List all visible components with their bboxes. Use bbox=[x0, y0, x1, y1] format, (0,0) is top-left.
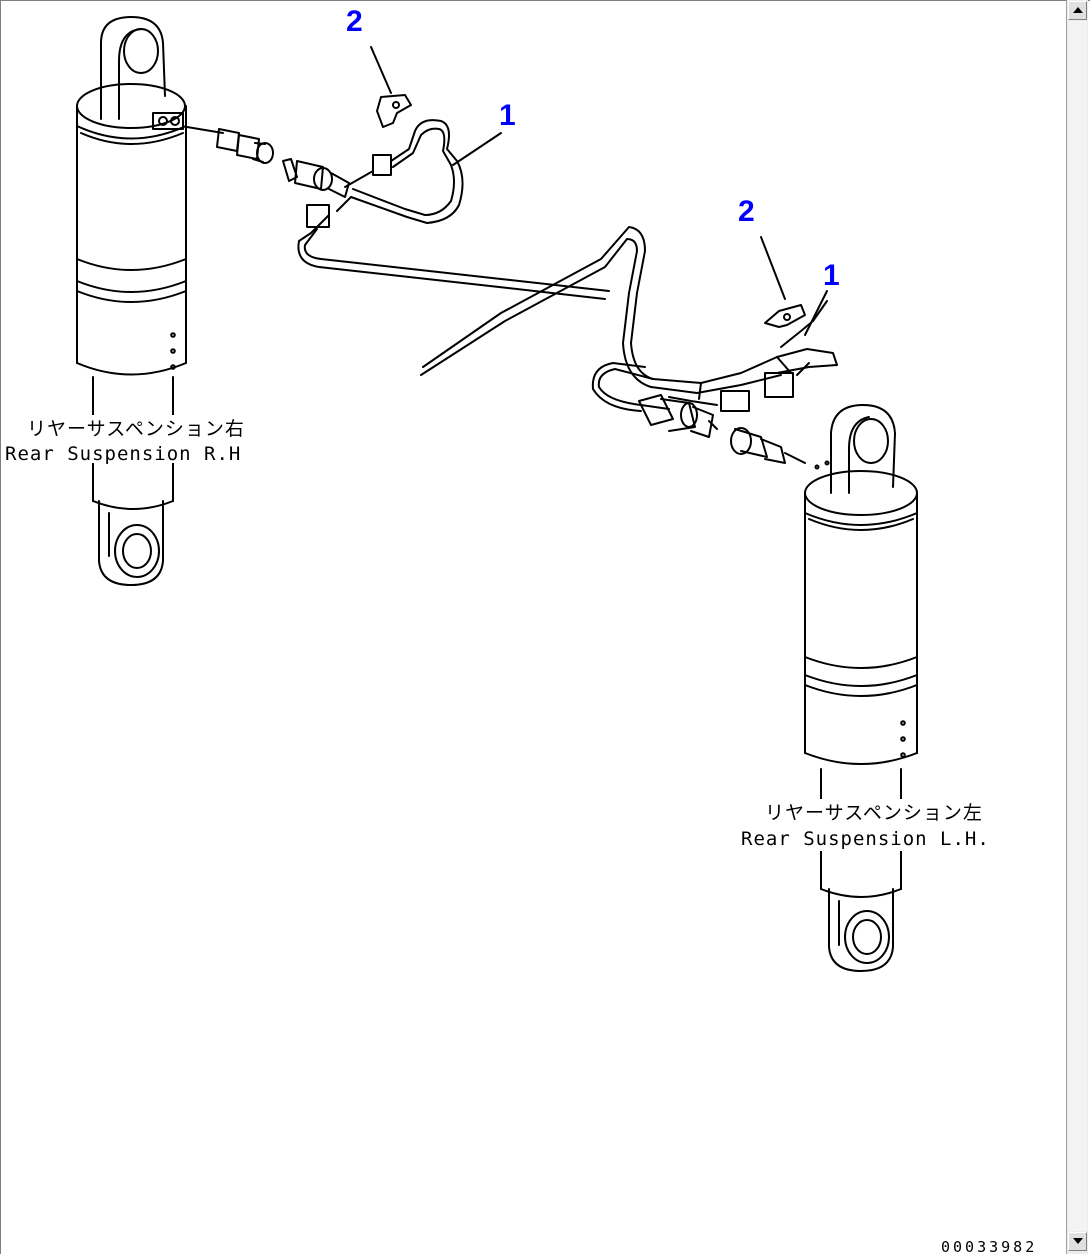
callout-part-1-right: 1 bbox=[823, 259, 840, 292]
caption-lh-english: Rear Suspension L.H. bbox=[741, 828, 990, 850]
vertical-scrollbar[interactable] bbox=[1066, 0, 1088, 1254]
scrollbar-track[interactable] bbox=[1068, 21, 1087, 1231]
rh-sensor-fitting bbox=[186, 126, 274, 164]
callout-part-1-top: 1 bbox=[499, 99, 516, 132]
rear-suspension-rh-cylinder bbox=[76, 16, 187, 586]
caption-rh-japanese: リヤーサスペンション右 bbox=[27, 418, 245, 440]
wiring-harness-part-1 bbox=[297, 119, 838, 412]
leader-part-1-right bbox=[804, 290, 828, 336]
caption-lh-japanese: リヤーサスペンション左 bbox=[765, 802, 983, 824]
callout-part-2-top: 2 bbox=[346, 5, 363, 38]
scroll-up-button[interactable] bbox=[1068, 1, 1087, 20]
triangle-down-icon bbox=[1073, 1238, 1083, 1244]
lh-pressure-sensor bbox=[638, 394, 718, 438]
parts-diagram: 2 1 2 1 リヤーサスペンション右 Rear Suspension R.H … bbox=[5, 5, 1037, 1255]
scroll-down-button[interactable] bbox=[1068, 1232, 1087, 1251]
lh-sensor-fitting bbox=[730, 427, 806, 464]
drawing-reference-id: 00033982 bbox=[941, 1238, 1037, 1255]
callout-part-2-right: 2 bbox=[738, 195, 755, 228]
rear-suspension-lh-cylinder bbox=[804, 404, 918, 972]
clip-part-2-top bbox=[370, 46, 412, 128]
rh-pressure-sensor bbox=[282, 158, 374, 198]
clip-part-2-right bbox=[760, 236, 806, 328]
caption-rh-english: Rear Suspension R.H bbox=[5, 443, 241, 465]
triangle-up-icon bbox=[1073, 7, 1083, 13]
leader-part-1-top bbox=[452, 132, 502, 166]
